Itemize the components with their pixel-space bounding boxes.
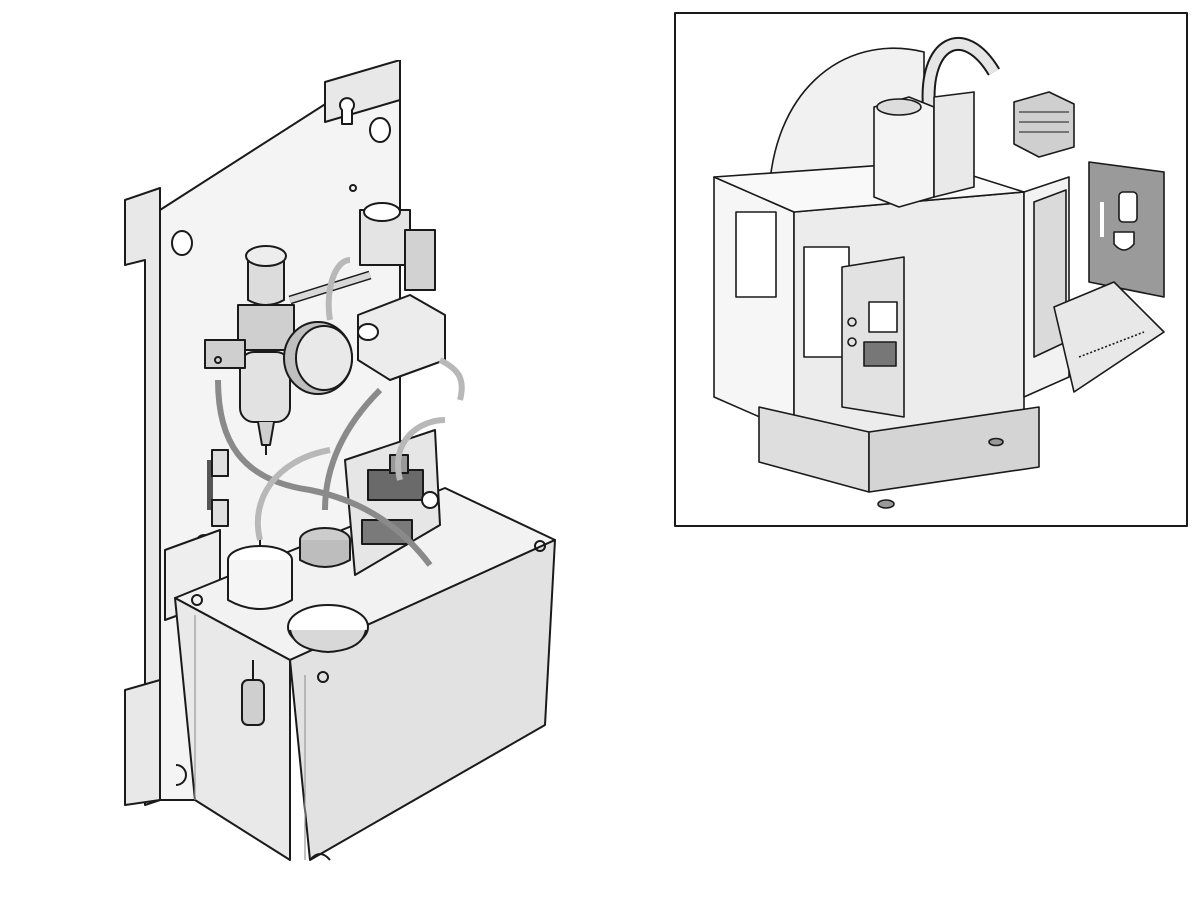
lubrication-panel-figure <box>100 60 580 880</box>
side-enclosure <box>1023 176 1070 398</box>
machine-overview-drawing <box>674 12 1188 527</box>
spindle-column <box>873 91 975 208</box>
lubrication-panel-drawing <box>124 60 556 861</box>
control-pendant <box>841 256 905 418</box>
valve-manifold <box>357 294 446 381</box>
air-regulator <box>204 245 353 455</box>
access-door-open <box>1088 161 1165 298</box>
chip-tray <box>1053 281 1165 393</box>
vent-box <box>1013 91 1075 158</box>
tubing <box>207 257 465 567</box>
oil-reservoir <box>174 487 556 861</box>
electrical-connectors <box>211 449 229 527</box>
machine-overview-inset <box>674 12 1188 527</box>
